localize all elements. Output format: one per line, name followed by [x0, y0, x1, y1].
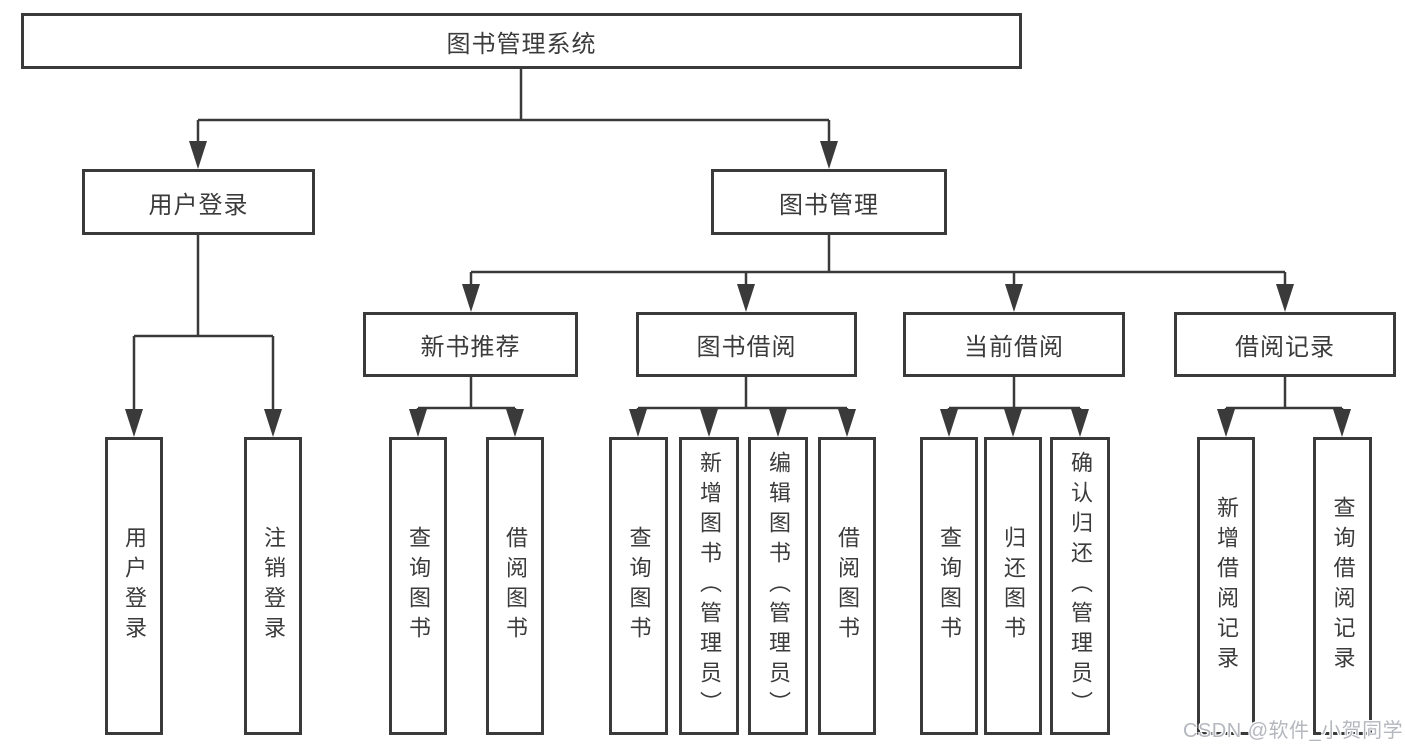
leaf-return-book: 归还图书 — [984, 437, 1042, 735]
node-library-system: 图书管理系统 — [21, 13, 1022, 69]
node-user-login: 用户登录 — [82, 169, 315, 235]
node-current-borrow: 当前借阅 — [903, 312, 1125, 377]
csdn-watermark: CSDN @软件_小贺同学 — [1183, 720, 1404, 742]
leaf-borrow-book: 借阅图书 — [818, 437, 876, 735]
leaf-query-book-recommend: 查询图书 — [389, 437, 447, 735]
arrowheads — [125, 141, 1351, 437]
leaf-confirm-return-admin: 确认归还（管理员） — [1050, 437, 1110, 735]
leaf-logout: 注销登录 — [244, 437, 302, 735]
leaf-query-book-current: 查询图书 — [920, 437, 978, 735]
node-new-book-recommend: 新书推荐 — [363, 312, 578, 377]
leaf-query-borrow-record: 查询借阅记录 — [1313, 437, 1372, 735]
leaf-edit-book-admin: 编辑图书（管理员） — [748, 437, 808, 735]
leaf-user-login: 用户登录 — [105, 437, 163, 735]
node-borrow-record: 借阅记录 — [1174, 312, 1396, 377]
leaf-add-borrow-record: 新增借阅记录 — [1197, 437, 1255, 735]
node-book-borrow: 图书借阅 — [636, 312, 857, 377]
leaf-borrow-book-recommend: 借阅图书 — [486, 437, 544, 735]
node-book-management: 图书管理 — [711, 169, 947, 235]
leaf-query-book-borrow: 查询图书 — [609, 437, 668, 735]
leaf-add-book-admin: 新增图书（管理员） — [679, 437, 739, 735]
